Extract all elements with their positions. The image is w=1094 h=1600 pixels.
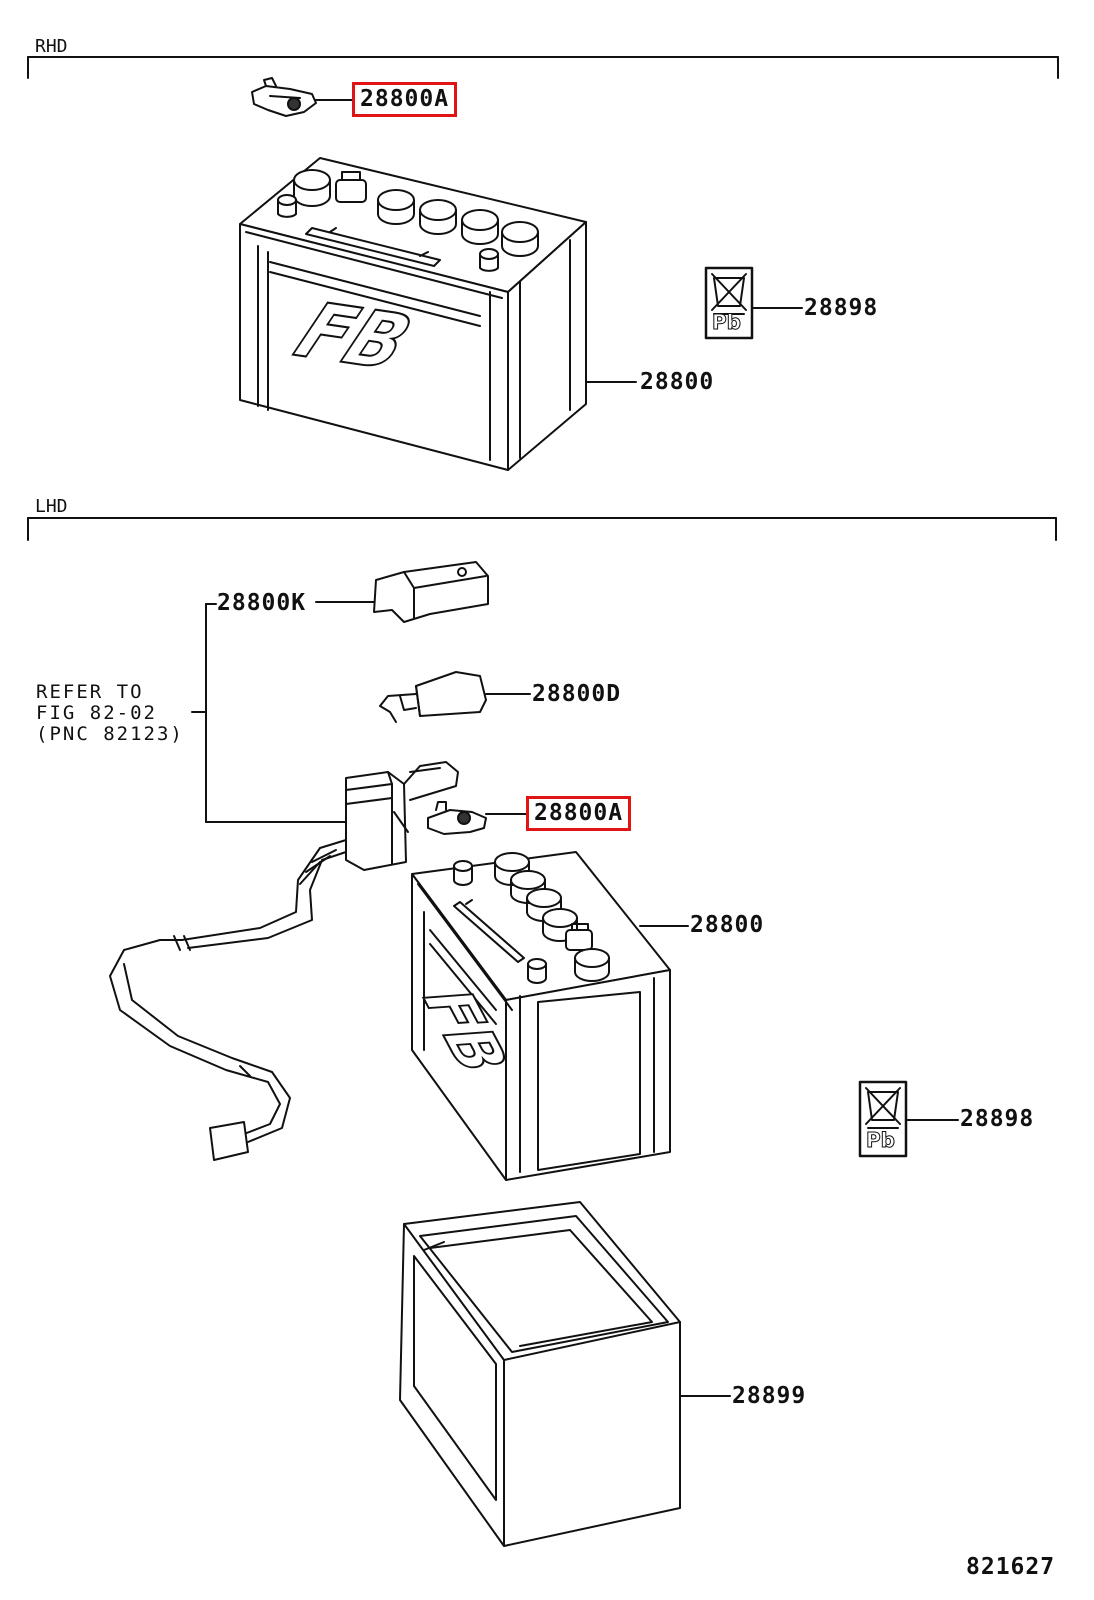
reference-note-line2: FIG 82-02 [36, 702, 157, 724]
rhd-recycle-symbol-text: Pb [712, 310, 742, 334]
lhd-terminal-clamp-drawing [427, 801, 527, 835]
reference-note: REFER TO FIG 82-02 (PNC 82123) [36, 682, 184, 745]
reference-bracket [191, 603, 347, 823]
part-number-lhd-tray[interactable]: 28899 [732, 1383, 807, 1409]
rhd-battery-drawing [239, 157, 637, 471]
lhd-recycle-symbol-text: Pb [866, 1128, 896, 1152]
part-number-lhd-terminal[interactable]: 28800A [525, 796, 632, 831]
part-number-rhd-terminal[interactable]: 28800A [351, 82, 458, 117]
rhd-section-frame [27, 56, 1059, 79]
reference-note-line3: (PNC 82123) [36, 723, 184, 745]
lhd-recycle-plate-drawing [858, 1080, 959, 1158]
part-number-lhd-cover[interactable]: 28800K [217, 590, 307, 616]
part-number-lhd-battery[interactable]: 28800 [690, 912, 765, 938]
lhd-fuse-block-drawing [109, 761, 459, 1161]
lhd-battery-tray-drawing [399, 1201, 731, 1547]
part-number-lhd-sensor-clip[interactable]: 28800D [532, 681, 622, 707]
part-number-rhd-battery[interactable]: 28800 [640, 369, 715, 395]
lhd-cover-drawing [315, 561, 489, 623]
figure-number: 821627 [966, 1554, 1056, 1580]
reference-note-line1: REFER TO [36, 681, 144, 703]
lhd-section-frame [27, 517, 1057, 541]
lhd-sensor-clip-drawing [379, 671, 531, 723]
section-title-rhd: RHD [35, 36, 68, 57]
lhd-battery-drawing [411, 851, 689, 1181]
rhd-terminal-clamp-drawing [251, 77, 353, 117]
part-number-lhd-label-plate[interactable]: 28898 [960, 1106, 1035, 1132]
rhd-recycle-plate-drawing [704, 266, 803, 340]
part-number-rhd-label-plate[interactable]: 28898 [804, 295, 879, 321]
section-title-lhd: LHD [35, 496, 68, 517]
